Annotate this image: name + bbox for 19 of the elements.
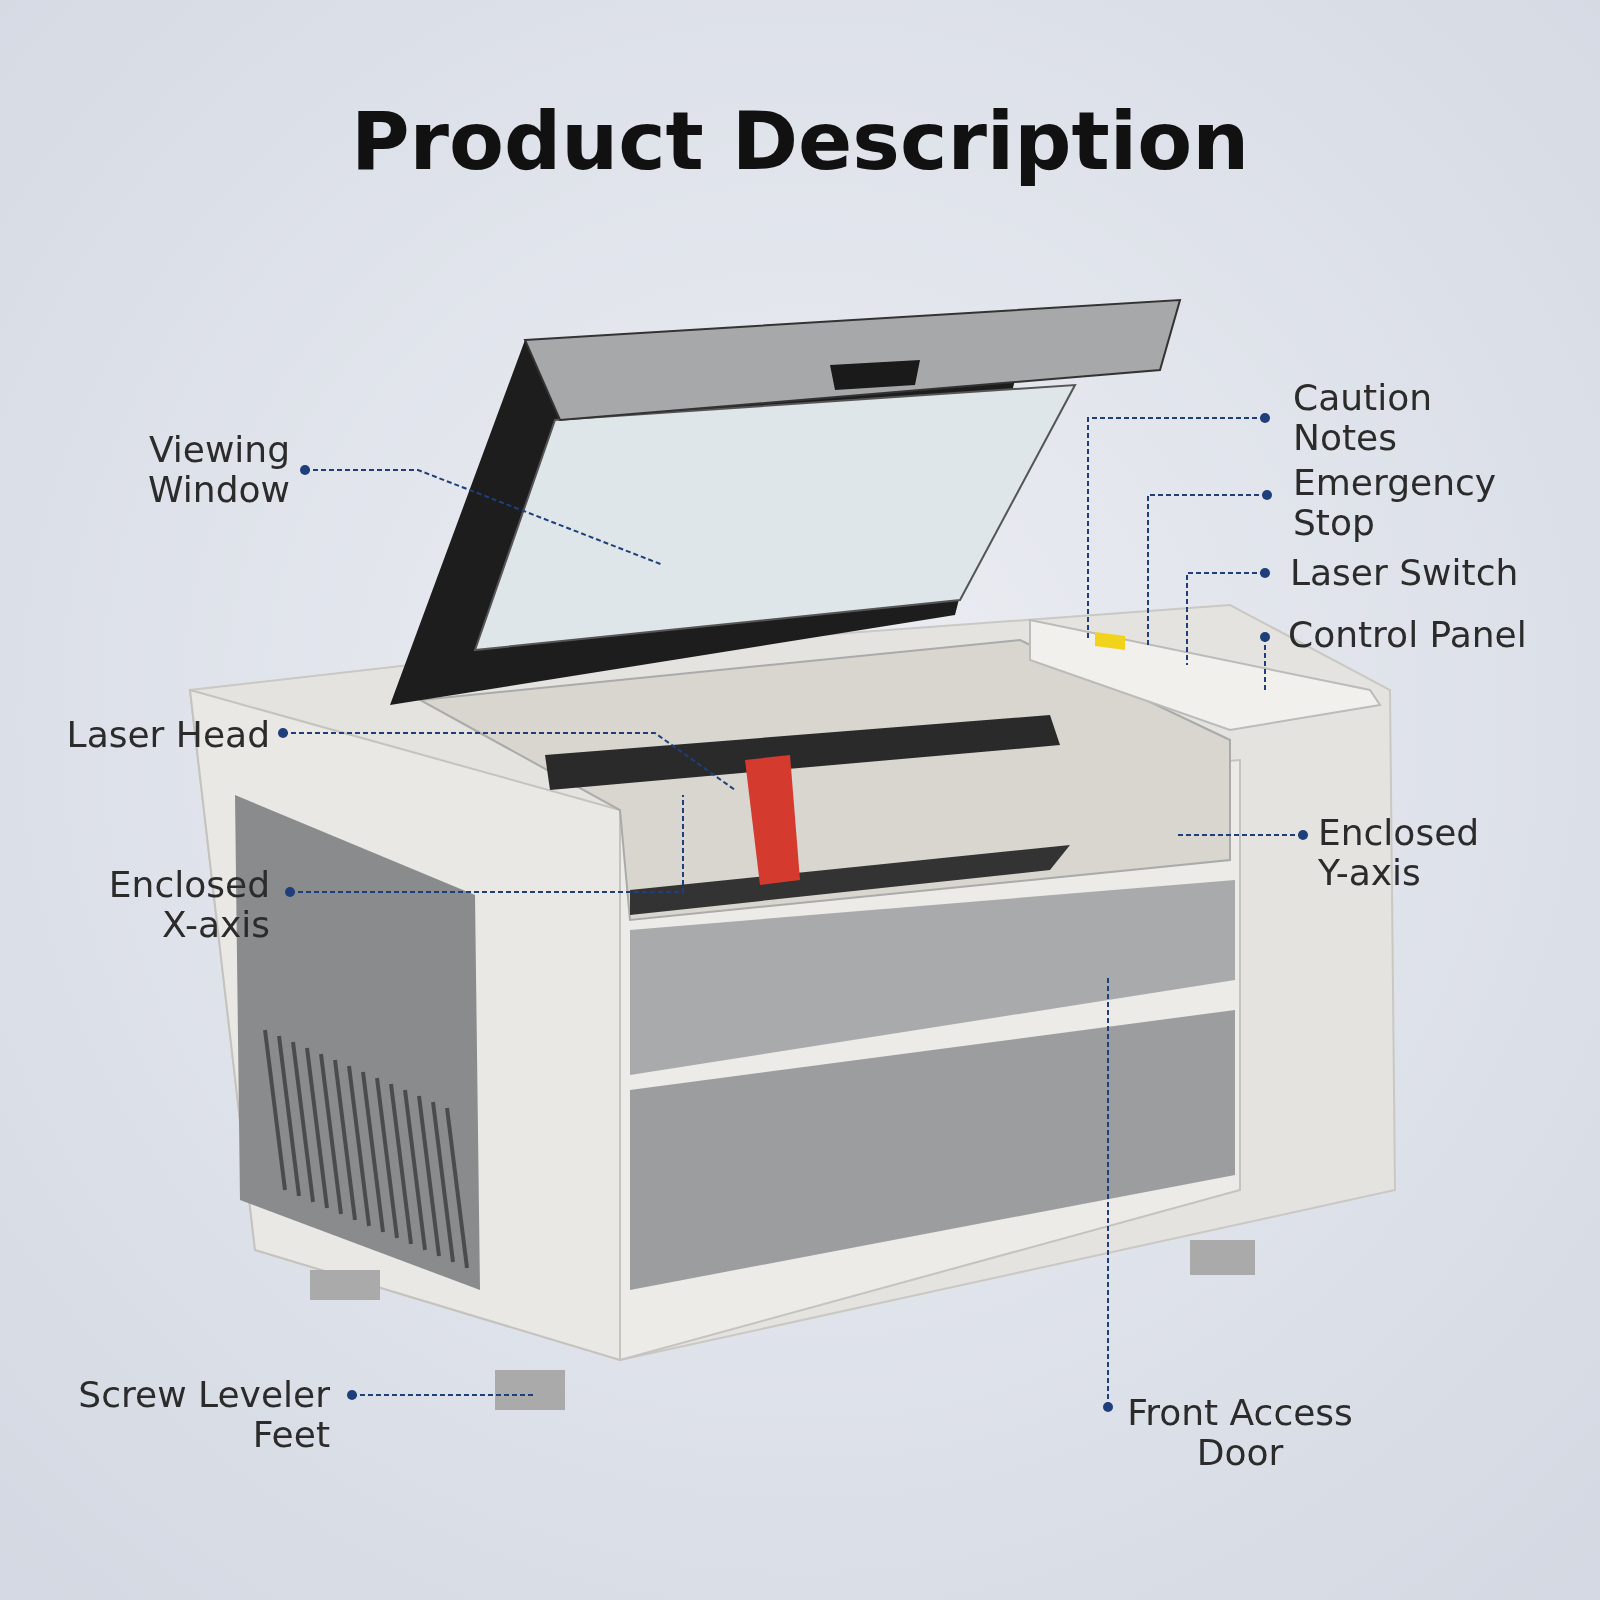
callout-label: Screw Leveler Feet: [40, 1375, 330, 1455]
leader-line: [278, 728, 736, 791]
leader-line: [1147, 490, 1272, 646]
callout-label: Front Access Door: [1110, 1393, 1370, 1473]
callout-label: Laser Head: [40, 715, 270, 755]
leader-line: [1260, 632, 1270, 691]
callout-label: Viewing Window: [100, 430, 290, 510]
callout-label: Caution Notes: [1293, 378, 1493, 458]
leader-line: [347, 1390, 536, 1400]
leader-line: [285, 794, 684, 897]
callout-label: Enclosed Y-axis: [1318, 813, 1518, 893]
callout-label: Laser Switch: [1290, 553, 1550, 593]
leader-line: [1186, 568, 1270, 666]
leader-line: [300, 465, 664, 566]
callout-label: Emergency Stop: [1293, 463, 1533, 543]
callout-label: Enclosed X-axis: [80, 865, 270, 945]
leader-line: [1087, 413, 1270, 641]
callout-label: Control Panel: [1288, 615, 1578, 655]
page-title: Product Description: [349, 95, 1251, 188]
